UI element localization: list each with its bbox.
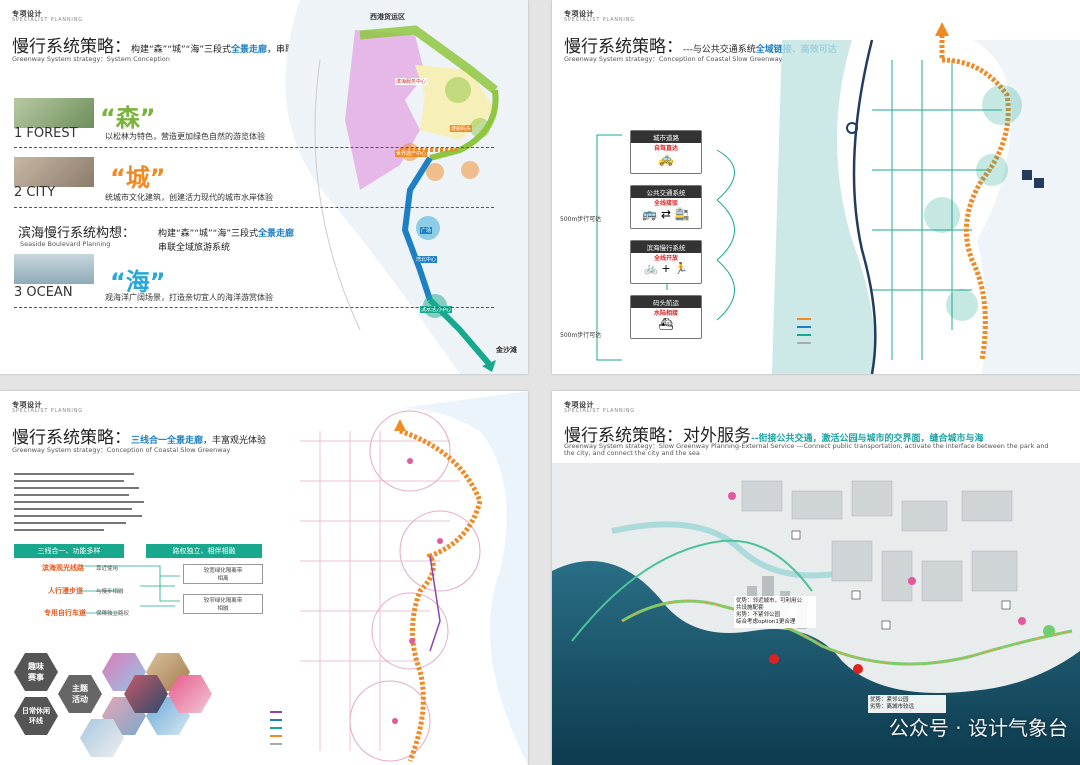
map-node: 湾北中心 [415,256,438,263]
divider [14,307,494,308]
section-tag-en: SPECIALIST PLANNING [12,408,83,414]
item-label: 1 FOREST [14,126,78,141]
concept-desc: 构建“森”“城”“海”三段式全景走廊 [158,229,294,239]
item-cn: “森” [100,104,156,132]
option2-note: 优势：紧邻公园 劣势：离城市较远 [868,695,946,713]
walk-distance-label: 500m步行可达 [560,332,602,339]
transport-box: 滨海慢行系统 全线开放 🚲 + 🏃 [630,240,702,284]
transport-box: 码头航运 水陆相接 ⛴ [630,295,702,339]
ocean-photo [14,254,94,284]
lane-note: 靠近使用 [96,566,119,572]
lane-label: 滨海观光线路 [42,564,84,572]
lane-note: 与慢步相融 [96,589,124,595]
tag-independent-right: 路权独立、相伴相融 [146,544,262,558]
slide-external-service: 专项设计 SPECIALIST PLANNING 慢行系统策略：对外服务--衔接… [552,391,1080,765]
transit-map-graphic [596,22,1080,374]
item-label: 2 CITY [14,185,56,200]
concept-en: Seaside Boulevard Planning [20,240,111,248]
subtitle-en: Greenway System strategy：System Concepti… [12,55,170,63]
map-node: 滨海服务中心 [395,78,428,85]
watermark: 公众号 · 设计气象台 [888,716,1068,740]
ferry-icon: ⛴ [658,317,674,331]
section-tag: 专项设计 [564,10,594,18]
divider [14,207,494,208]
page-title: 慢行系统策略：对外服务--衔接公共交通，激活公园与城市的交界面，缝合城市与海 [564,426,984,446]
option-box: 较窄绿化隔离带 相融 [183,594,263,614]
tag-three-in-one: 三线合一、功能多样 [14,544,124,558]
section-tag: 专项设计 [564,401,594,409]
map-label-top: 西港货运区 [370,13,405,21]
city-photo [14,157,94,187]
section-tag-en: SPECIALIST PLANNING [564,17,635,23]
bus-train-icon: 🚌 ⇄ 🚉 [642,207,690,221]
subtitle-en: Greenway System strategy：Conception of C… [564,55,783,63]
map-node: 滨水活力中心 [420,306,453,313]
item-desc: 观海洋广阔场景，打造亲切宜人的海洋游赏体验 [105,293,273,302]
divider [14,147,494,148]
lane-note: 保障独立路权 [96,611,130,617]
lane-label: 人行漫步道 [48,587,83,595]
option-box: 较宽绿化隔离带 相离 [183,564,263,584]
subtitle-en: Greenway System strategy：Conception of C… [12,446,231,454]
aerial-rendering [552,463,1080,765]
item-desc: 统城市文化建筑，创建活力现代的城市水岸体验 [105,193,273,202]
transport-box: 公共交通系统 全线接驳 🚌 ⇄ 🚉 [630,185,702,229]
forest-photo [14,98,94,128]
map-node: 世界遗产中心 [395,150,428,157]
option1-note: 优势：邻近城市，可利用公 共设施配套 劣势：不紧邻公园 综合考虑option1更… [734,596,816,628]
bullet-block [14,391,528,765]
page-title: 慢行系统策略：三线合一全景走廊，丰富观光体验 [12,428,267,448]
section-tag: 专项设计 [12,401,42,409]
map-label-bottom: 金沙滩 [496,346,517,354]
lane-label: 专用自行车道 [44,609,86,617]
bike-run-icon: 🚲 + 🏃 [644,262,688,275]
section-tag-en: SPECIALIST PLANNING [564,408,635,414]
transport-box: 城市道路 自驾直达 🚕 [630,130,702,174]
item-desc: 以松林为特色，营造更加绿色自然的游览体验 [105,132,265,141]
section-tag: 专项设计 [12,10,42,18]
section-tag-en: SPECIALIST PLANNING [12,17,83,23]
subtitle-en-2: the city, and connect the city and the s… [564,449,700,457]
slide-public-transport: 专项设计 SPECIALIST PLANNING 慢行系统策略：---与公共交通… [552,0,1080,374]
slide-three-in-one: 专项设计 SPECIALIST PLANNING 慢行系统策略：三线合一全景走廊… [0,391,528,765]
map-node: 游船码头 [450,125,473,132]
walk-distance-label: 500m步行可达 [560,216,602,223]
concept-title: 滨海慢行系统构想： [18,226,136,241]
item-cn: “城” [110,164,166,192]
map-node: 广场 [420,227,433,234]
subtitle-en: Greenway System strategy：Slow Greenway P… [564,442,1049,450]
taxi-icon: 🚕 [657,152,675,167]
item-cn: “海” [110,268,166,296]
item-label: 3 OCEAN [14,285,73,300]
concept-desc-2: 串联全域旅游系统 [158,243,231,253]
map-graphic [285,0,528,374]
slide-forest-city-ocean: 专项设计 SPECIALIST PLANNING 慢行系统策略：构建“森”“城”… [0,0,528,374]
